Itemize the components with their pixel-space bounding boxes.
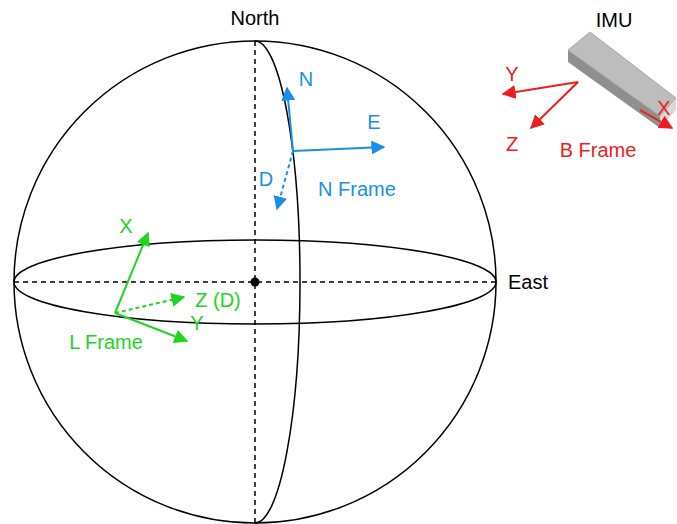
axis-label: Y (190, 313, 203, 333)
axis-label: X (657, 98, 670, 118)
earth-sphere (14, 41, 496, 523)
device-label: IMU (596, 10, 633, 30)
frame-label: B Frame (560, 140, 637, 160)
axis-label: Y (505, 64, 518, 84)
axis-label: X (119, 216, 132, 236)
frame-label: L Frame (69, 332, 143, 352)
axis-label: Z (D) (195, 290, 241, 310)
axis-label: E (367, 112, 380, 132)
direction-label: East (508, 272, 548, 292)
frame-label: N Frame (318, 179, 396, 199)
pole-label: North (231, 8, 280, 28)
imu-box (568, 32, 676, 128)
axis-label: Z (506, 134, 518, 154)
b-frame-axes (503, 82, 672, 128)
l-frame-axes (115, 233, 187, 341)
center-dot (251, 278, 260, 287)
axis-label: N (299, 69, 313, 89)
axis-label: D (259, 169, 273, 189)
